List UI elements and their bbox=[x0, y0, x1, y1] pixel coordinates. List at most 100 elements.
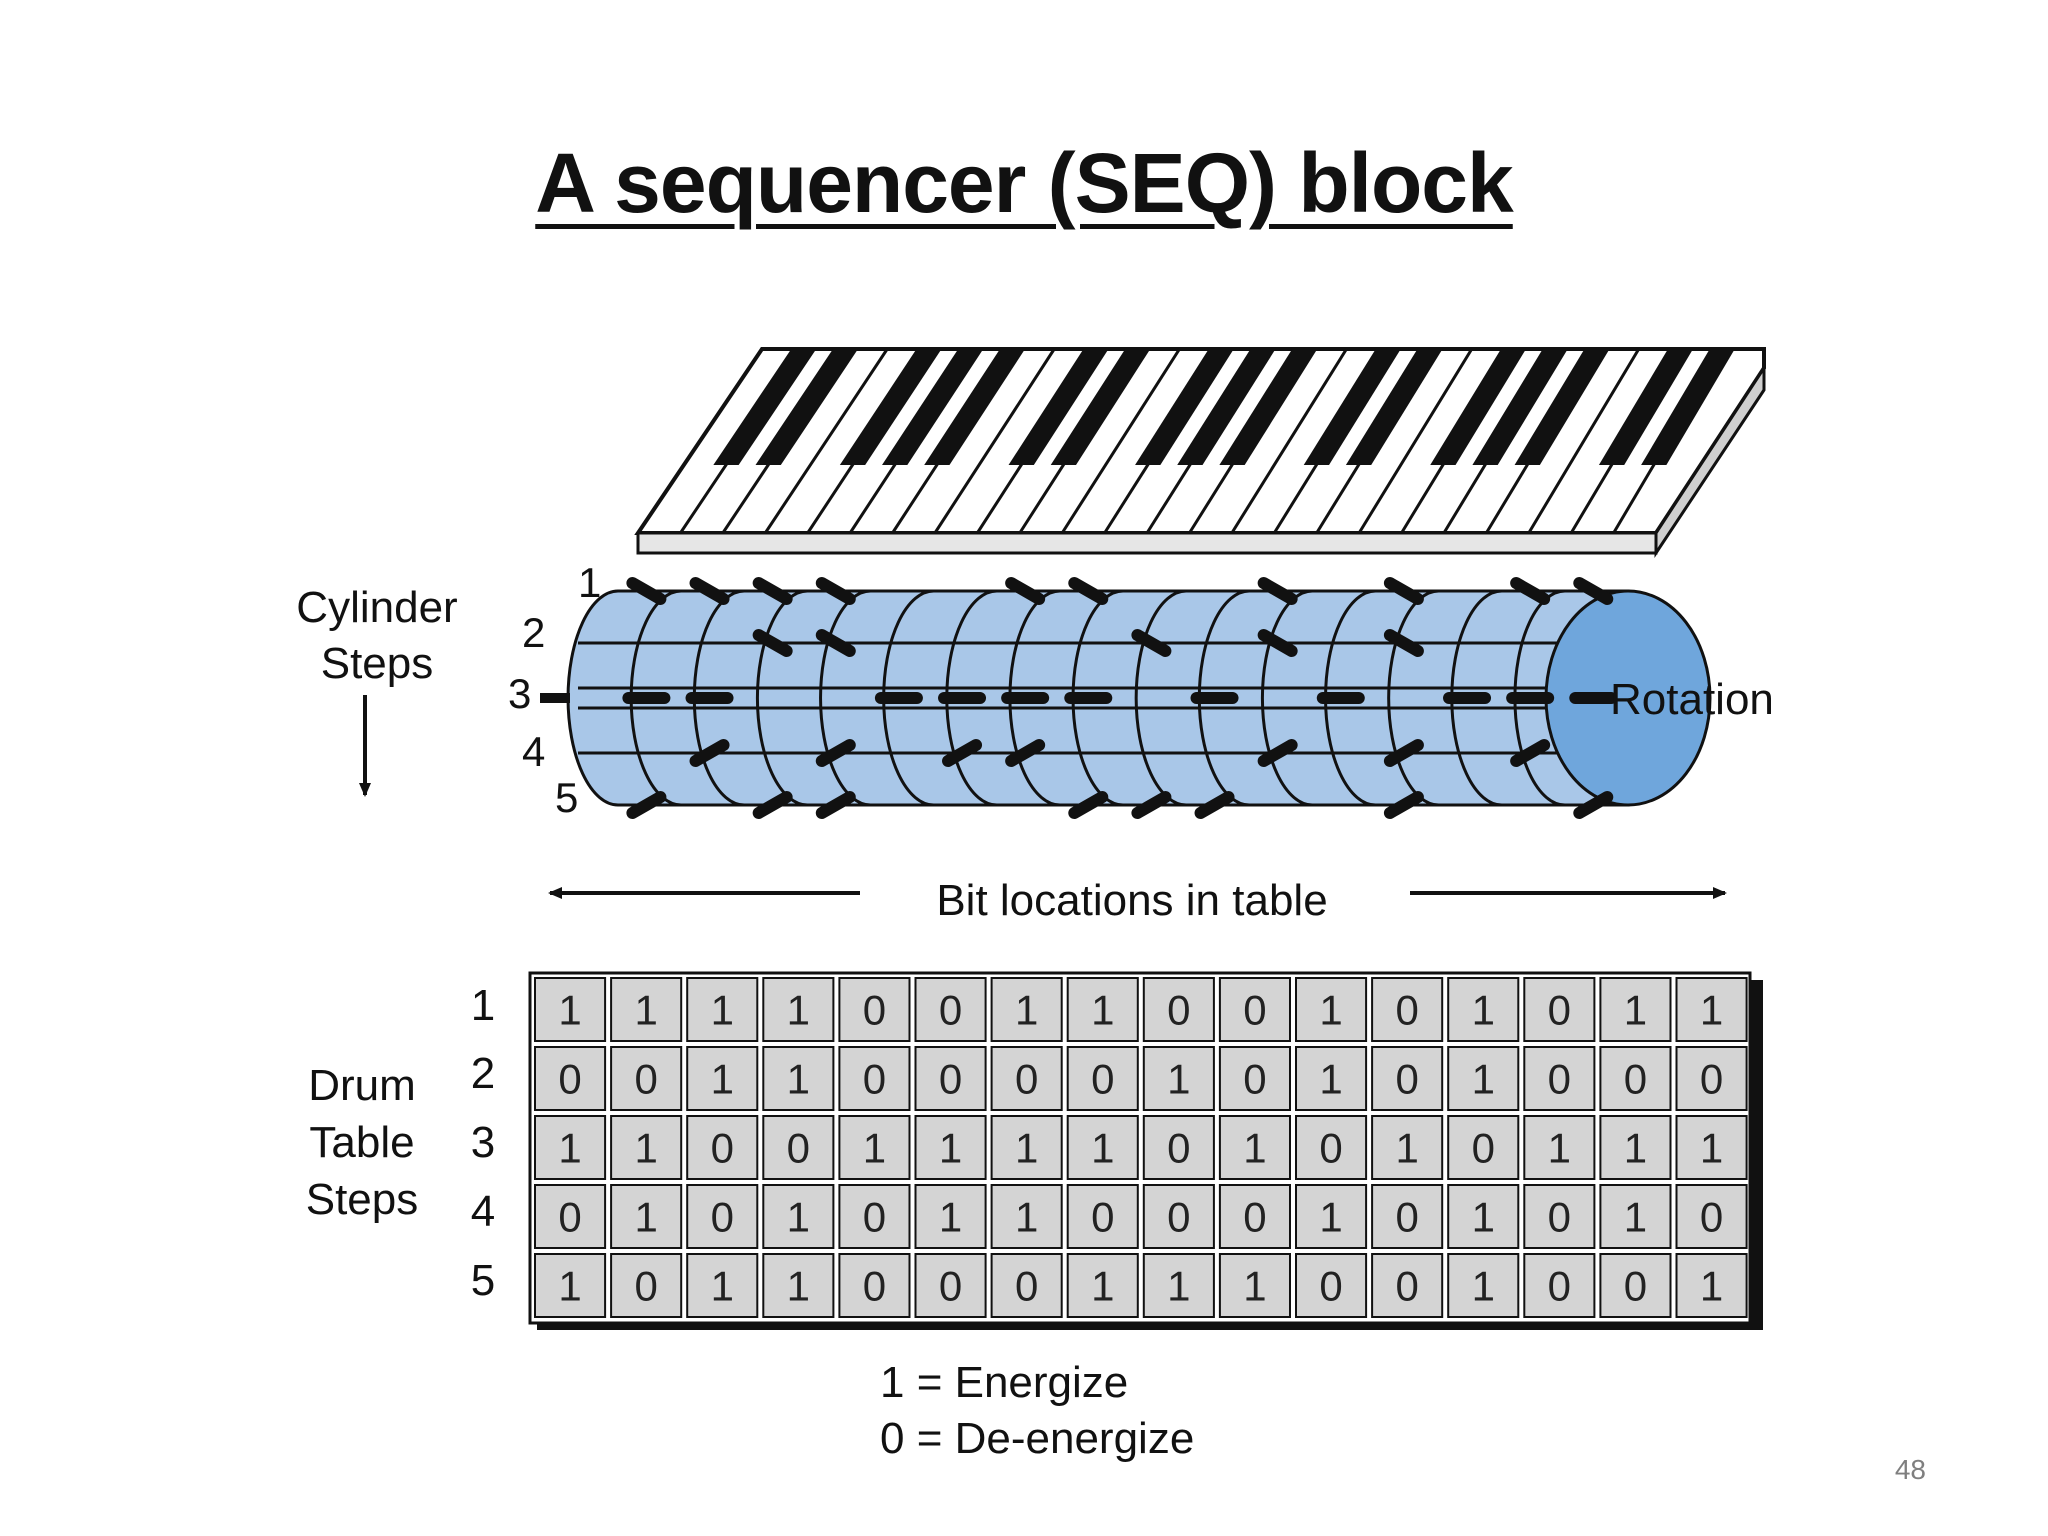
table-cell bbox=[914, 1253, 987, 1318]
table-cell bbox=[1675, 977, 1748, 1042]
table-cell-value: 1 bbox=[1700, 1125, 1723, 1172]
black-key bbox=[1641, 349, 1735, 465]
rotation-label: Rotation bbox=[1610, 675, 1774, 724]
table-cell bbox=[534, 1046, 607, 1111]
table-cell-value: 0 bbox=[1243, 1056, 1266, 1103]
cylinder-pin bbox=[1383, 791, 1424, 819]
cylinder-step-4: 4 bbox=[522, 728, 545, 775]
cylinder-pin bbox=[752, 629, 793, 657]
white-key-divider bbox=[1527, 348, 1641, 534]
table-cell-value: 0 bbox=[1015, 1056, 1038, 1103]
table-cell bbox=[1218, 1184, 1292, 1249]
cylinder-step-3: 3 bbox=[508, 670, 531, 717]
table-cell bbox=[1371, 1253, 1444, 1318]
table-cell-value: 1 bbox=[1624, 987, 1647, 1034]
table-cell-value: 0 bbox=[1319, 1125, 1342, 1172]
black-key bbox=[1598, 349, 1694, 465]
cylinder-pin bbox=[1068, 791, 1109, 819]
table-cell bbox=[914, 1184, 987, 1249]
table-cell bbox=[1142, 1115, 1215, 1180]
table-cell-value: 1 bbox=[787, 1056, 810, 1103]
table-cell-value: 0 bbox=[1548, 1194, 1571, 1241]
cylinder-pin bbox=[1257, 577, 1298, 605]
cylinder-pin bbox=[815, 629, 856, 657]
table-cell bbox=[762, 1115, 835, 1180]
table-cell-value: 0 bbox=[1395, 987, 1418, 1034]
cylinder-pin bbox=[1510, 577, 1551, 605]
table-cell-value: 1 bbox=[558, 1263, 581, 1310]
black-key bbox=[1303, 349, 1401, 465]
table-cell-value: 0 bbox=[1472, 1125, 1495, 1172]
table-cell-value: 0 bbox=[558, 1194, 581, 1241]
table-cell-value: 0 bbox=[863, 987, 886, 1034]
cylinder-pin bbox=[1257, 739, 1298, 767]
cylinder-pin bbox=[752, 791, 793, 819]
table-cell bbox=[762, 977, 835, 1042]
table-cell bbox=[1523, 1046, 1596, 1111]
table-cell bbox=[1447, 1046, 1520, 1111]
table-cell bbox=[1599, 1046, 1672, 1111]
table-cell bbox=[1295, 1115, 1368, 1180]
cylinder-pin bbox=[626, 577, 667, 605]
table-cell-value: 1 bbox=[1015, 1125, 1038, 1172]
legend-de-energize: 0 = De-energize bbox=[880, 1414, 1194, 1463]
table-cell-value: 0 bbox=[1624, 1056, 1647, 1103]
table-cell bbox=[686, 1046, 759, 1111]
table-cell bbox=[1218, 977, 1292, 1042]
table-cell bbox=[1218, 1115, 1292, 1180]
table-cell-value: 1 bbox=[1319, 1056, 1342, 1103]
black-key bbox=[1472, 349, 1568, 465]
table-cell-value: 1 bbox=[939, 1125, 962, 1172]
table-cell bbox=[1675, 1184, 1748, 1249]
table-cell-value: 0 bbox=[1167, 1194, 1190, 1241]
table-cell-value: 0 bbox=[1243, 1194, 1266, 1241]
table-cell bbox=[534, 1253, 607, 1318]
table-cell bbox=[1066, 1046, 1139, 1111]
table-cell bbox=[610, 1115, 683, 1180]
table-cell bbox=[838, 1253, 911, 1318]
table-cell-value: 0 bbox=[1015, 1263, 1038, 1310]
table-cell bbox=[1675, 1115, 1748, 1180]
table-cell-value: 1 bbox=[1015, 1194, 1038, 1241]
table-cell bbox=[1295, 1046, 1368, 1111]
table-cell-value: 1 bbox=[863, 1125, 886, 1172]
table-cell-value: 1 bbox=[711, 1263, 734, 1310]
table-cell-value: 1 bbox=[1167, 1263, 1190, 1310]
table-cell bbox=[1371, 1184, 1444, 1249]
cylinder-step-5: 5 bbox=[555, 774, 578, 821]
cylinder-steps-label-line1: Cylinder bbox=[296, 583, 457, 632]
table-cell-value: 1 bbox=[1091, 1263, 1114, 1310]
table-cell bbox=[762, 1253, 835, 1318]
black-key bbox=[755, 349, 859, 465]
table-cell bbox=[1218, 1046, 1292, 1111]
table-row-number-3: 3 bbox=[471, 1118, 495, 1167]
table-cell bbox=[838, 977, 911, 1042]
table-cell bbox=[1447, 1253, 1520, 1318]
page-number: 48 bbox=[1894, 1454, 1926, 1485]
table-cell bbox=[914, 1046, 987, 1111]
table-cell-value: 1 bbox=[1700, 987, 1723, 1034]
table-cell-value: 0 bbox=[787, 1125, 810, 1172]
table-cell bbox=[1447, 1184, 1520, 1249]
table-cell-value: 1 bbox=[1091, 1125, 1114, 1172]
table-cell bbox=[686, 1115, 759, 1180]
table-cell-value: 1 bbox=[1624, 1194, 1647, 1241]
table-cell-value: 0 bbox=[939, 987, 962, 1034]
table-cell bbox=[990, 1184, 1063, 1249]
cylinder-pin bbox=[689, 739, 730, 767]
table-cell bbox=[1447, 977, 1520, 1042]
table-cell bbox=[686, 1184, 759, 1249]
table-cell-value: 0 bbox=[1395, 1263, 1418, 1310]
table-cell-value: 1 bbox=[1243, 1263, 1266, 1310]
table-cell-value: 1 bbox=[558, 987, 581, 1034]
table-cell bbox=[1371, 1046, 1444, 1111]
table-cell bbox=[1371, 1115, 1444, 1180]
table-cell bbox=[610, 1046, 683, 1111]
table-cell bbox=[1599, 977, 1672, 1042]
cylinder-step-2: 2 bbox=[522, 609, 545, 656]
piano-keyboard bbox=[634, 347, 1766, 558]
cylinder-pin bbox=[752, 577, 793, 605]
cylinder-pin bbox=[815, 577, 856, 605]
table-cell-value: 0 bbox=[1548, 1056, 1571, 1103]
